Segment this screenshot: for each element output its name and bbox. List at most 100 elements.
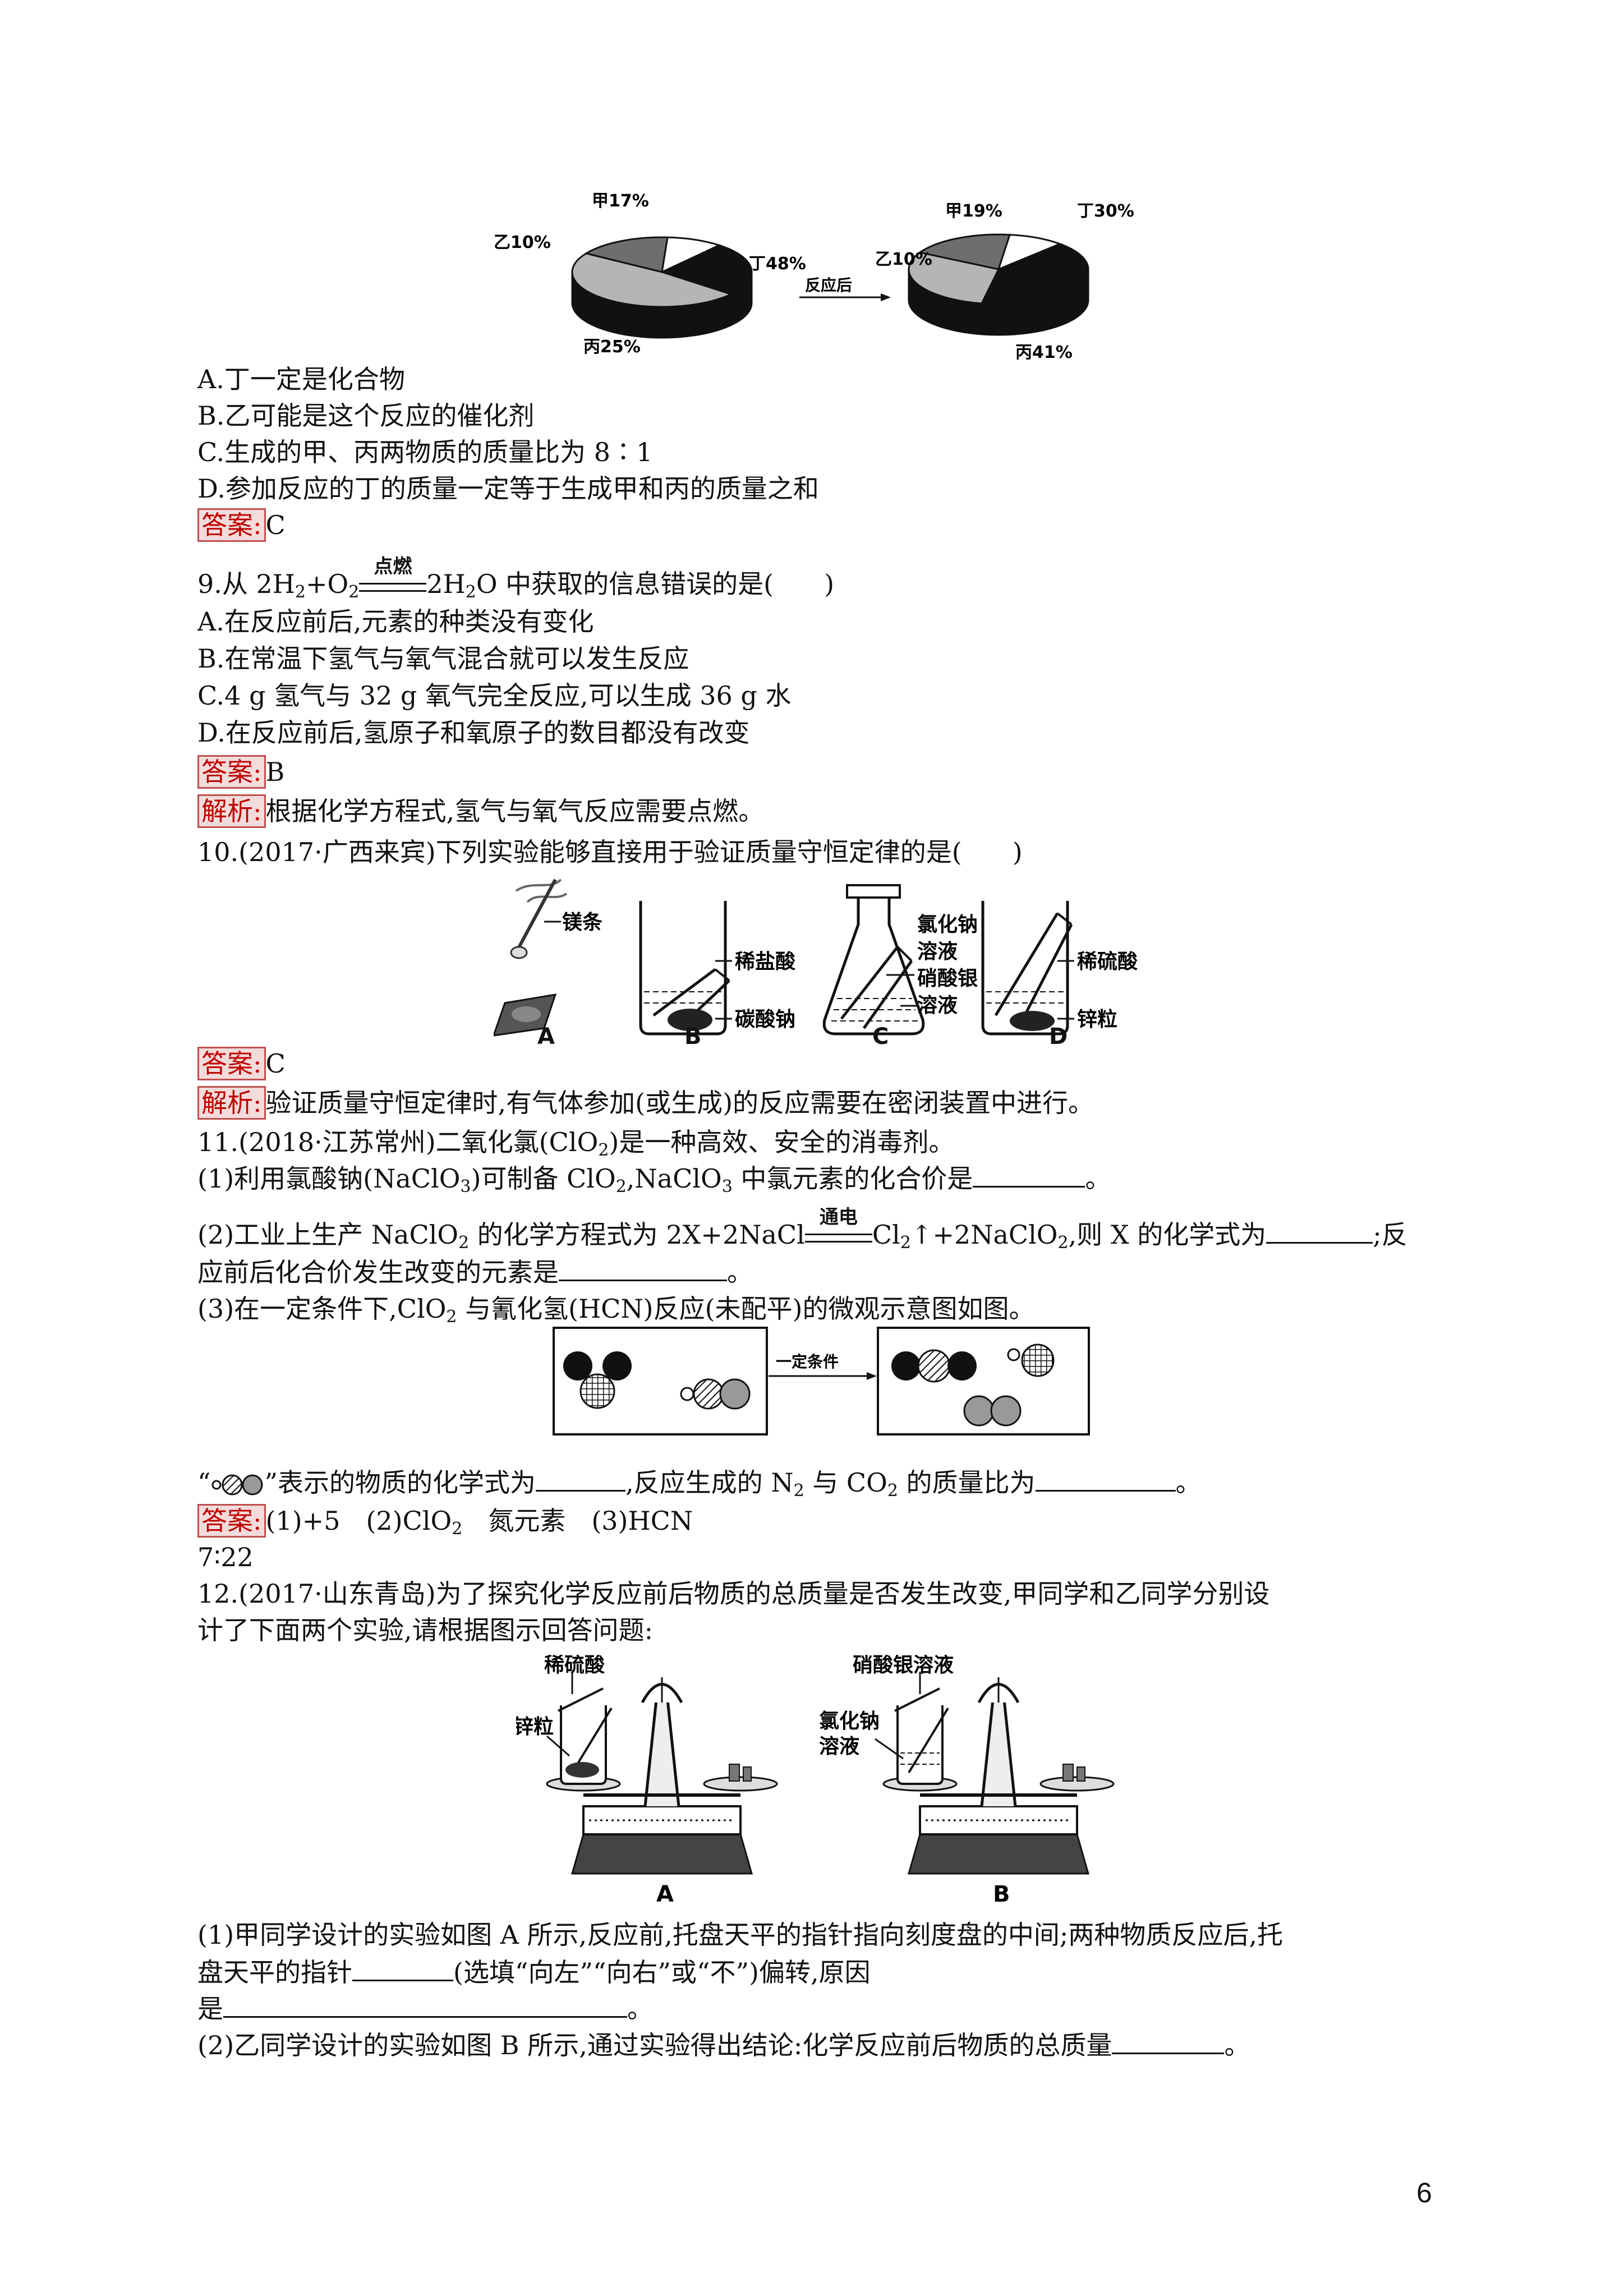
answer-blank[interactable] [973, 1163, 1085, 1188]
balance-b-label-side-1: 氯化钠 [819, 1710, 880, 1733]
page-number: 6 [1416, 2177, 1432, 2208]
answer-blank[interactable] [1112, 2030, 1225, 2054]
q12-part1-line2: 盘天平的指针(选填“向左”“向右”或“不”)偏转,原因 [197, 1957, 871, 1987]
q10-apparatus-figure: 镁条 稀盐酸 碳酸钠 氯化钠 溶液 硝酸银 溶液 [494, 878, 1138, 1037]
answer-blank[interactable] [536, 1467, 626, 1492]
pie-before-slice-乙 [661, 236, 722, 274]
pie-right-label-bing: 丙41% [1015, 343, 1073, 362]
hcn-molecule [680, 1378, 751, 1410]
pie-left-label-ding: 丁48% [749, 254, 806, 274]
q8-option-a: A.丁一定是化合物 [197, 364, 405, 394]
condition-equals-sign: 点燃 [359, 555, 427, 597]
answer-blank[interactable] [559, 1257, 727, 1281]
balance-caption-a: A [656, 1881, 674, 1907]
q9-option-d: D.在反应前后,氢原子和氧原子的数目都没有改变 [197, 717, 750, 748]
apparatus-c-flask [822, 884, 925, 1036]
n2-molecule [963, 1395, 1022, 1427]
q12-part2: (2)乙同学设计的实验如图 B 所示,通过实验得出结论:化学反应前后物质的总质量… [197, 2030, 1250, 2060]
q9-option-a: A.在反应前后,元素的种类没有变化 [197, 606, 594, 637]
q11-part1: (1)利用氯酸钠(NaClO3)可制备 ClO2,NaClO3 中氯元素的化合价… [197, 1163, 1111, 1197]
apparatus-d-beaker [981, 901, 1074, 1036]
q8-option-c: C.生成的甲、丙两物质的质量比为 8∶1 [197, 437, 653, 467]
q11-stem: 11.(2018·江苏常州)二氧化氯(ClO2)是一种高效、安全的消毒剂。 [197, 1127, 955, 1160]
pie-after-slice-甲 [918, 233, 1011, 270]
apparatus-c-label-3: 硝酸银 [917, 967, 978, 990]
q11-part4: “”表示的物质的化学式为,反应生成的 N2 与 CO2 的质量比为。 [197, 1467, 1202, 1501]
answer-tag: 答案: [197, 508, 266, 542]
q10-analysis: 解析:验证质量守恒定律时,有气体参加(或生成)的反应需要在密闭装置中进行。 [197, 1085, 1094, 1120]
q12-balance-figure: 稀硫酸 锌粒 硝酸银溶液 氯化钠 溶液 A B [516, 1655, 1115, 1907]
answer-blank[interactable] [1035, 1467, 1176, 1492]
balance-a-label-side: 锌粒 [516, 1715, 554, 1738]
apparatus-d-label-solid: 锌粒 [1077, 1008, 1117, 1031]
reaction-arrow [799, 293, 891, 301]
pie-before-slice-丙 [659, 244, 753, 296]
micro-reaction-diagram: 一定条件 [553, 1327, 1090, 1435]
q11-answer-line2: 7∶22 [197, 1542, 254, 1572]
pie-left-label-bing: 丙25% [583, 337, 641, 357]
balance-a-label-top: 稀硫酸 [544, 1655, 605, 1677]
balance-a [546, 1672, 778, 1875]
q8-answer-value: C [265, 510, 286, 540]
hcl-molecule [1007, 1343, 1055, 1377]
q9-answer: 答案:B [197, 754, 284, 789]
q9-option-c: C.4 g 氢气与 32 g 氧气完全反应,可以生成 36 g 水 [197, 680, 792, 711]
answer-blank[interactable] [352, 1957, 453, 1981]
q8-option-d: D.参加反应的丁的质量一定等于生成甲和丙的质量之和 [197, 473, 819, 504]
pie-before-slice-甲 [584, 236, 669, 273]
balance-caption-b: B [993, 1881, 1010, 1907]
analysis-tag: 解析: [197, 794, 266, 828]
pie-after-slice-丁 [908, 251, 1000, 305]
condition-equals-sign: 通电 [804, 1206, 872, 1248]
co2-molecule [891, 1349, 977, 1383]
answer-blank[interactable] [1266, 1220, 1373, 1244]
apparatus-c-label-1: 氯化钠 [917, 913, 978, 936]
pie-right-label-jia: 甲19% [945, 201, 1002, 221]
answer-tag: 答案: [197, 755, 266, 789]
q10-stem: 10.(2017·广西来宾)下列实验能够直接用于验证质量守恒定律的是() [197, 837, 1023, 867]
apparatus-a-magnesium [494, 878, 568, 1037]
pie-right-label-yi: 乙10% [875, 250, 932, 269]
apparatus-a-label: 镁条 [562, 911, 602, 934]
pie-left-label-yi: 乙10% [494, 233, 551, 252]
apparatus-d-label-acid: 稀硫酸 [1077, 950, 1138, 973]
q11-answer: 答案:(1)+5 (2)ClO2 氮元素 (3)HCN [197, 1503, 693, 1547]
clo2-molecule [563, 1351, 632, 1409]
pie-charts-figure: 甲17% 乙10% 丁48% 丙25% 反应后 甲19% 乙10% 丁30% 丙… [494, 191, 1134, 362]
apparatus-b-label-solid: 碳酸钠 [735, 1008, 795, 1031]
q9-analysis: 解析:根据化学方程式,氢气与氧气反应需要点燃。 [197, 794, 764, 829]
pie-arrow-label: 反应后 [805, 276, 852, 295]
pie-before-slice-丁 [571, 252, 734, 308]
apparatus-c-label-4: 溶液 [917, 994, 958, 1017]
reaction-arrow [769, 1372, 877, 1380]
answer-blank[interactable] [223, 1994, 627, 2018]
q8-option-b: B.乙可能是这个反应的催化剂 [197, 401, 535, 431]
apparatus-b-beaker [639, 901, 732, 1036]
q12-part1-line1: (1)甲同学设计的实验如图 A 所示,反应前,托盘天平的指针指向刻度盘的中间;两… [197, 1920, 1283, 1950]
pie-chart-before [571, 236, 753, 339]
q11-part2-cont: 应前后化合价发生改变的元素是。 [197, 1257, 753, 1287]
hcn-molecule-icon [211, 1474, 263, 1496]
apparatus-caption-c: C [872, 1024, 889, 1050]
apparatus-caption-a: A [537, 1024, 555, 1050]
q9-option-b: B.在常温下氢气与氧气混合就可以发生反应 [197, 643, 689, 674]
condition-label: 通电 [819, 1206, 858, 1228]
balance-b-label-top: 硝酸银溶液 [853, 1655, 954, 1677]
q11-part3: (3)在一定条件下,ClO2 与氰化氢(HCN)反应(未配平)的微观示意图如图。 [197, 1294, 1035, 1327]
q12-part1-line3: 是。 [197, 1994, 653, 2024]
answer-tag: 答案: [197, 1047, 266, 1080]
reaction-condition-label: 一定条件 [776, 1352, 839, 1371]
analysis-tag: 解析: [197, 1086, 266, 1120]
apparatus-c-label-2: 溶液 [917, 940, 958, 963]
pie-chart-after [908, 233, 1089, 336]
q10-answer: 答案:C [197, 1046, 286, 1081]
balance-b-label-side-2: 溶液 [819, 1735, 859, 1758]
pie-right-label-ding: 丁30% [1077, 201, 1134, 221]
answer-tag: 答案: [197, 1504, 266, 1538]
apparatus-caption-d: D [1049, 1024, 1068, 1050]
q8-answer: 答案:C [197, 508, 286, 542]
apparatus-b-label-acid: 稀盐酸 [735, 950, 795, 973]
balance-b [875, 1672, 1115, 1875]
apparatus-caption-b: B [684, 1024, 702, 1050]
